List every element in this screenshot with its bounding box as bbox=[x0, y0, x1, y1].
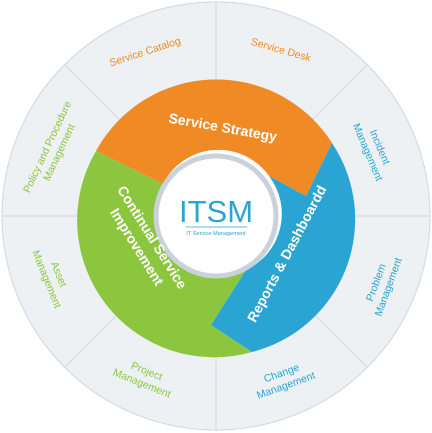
center-circle bbox=[153, 153, 279, 279]
segment-service-strategy bbox=[96, 79, 332, 196]
outer-ring-dividers bbox=[2, 2, 430, 430]
center-subtitle: IT Service Management bbox=[186, 231, 246, 237]
center-title: ITSM bbox=[179, 194, 253, 229]
segment-continual-improvement bbox=[77, 151, 252, 358]
segment-reports-dashboard bbox=[211, 143, 356, 352]
